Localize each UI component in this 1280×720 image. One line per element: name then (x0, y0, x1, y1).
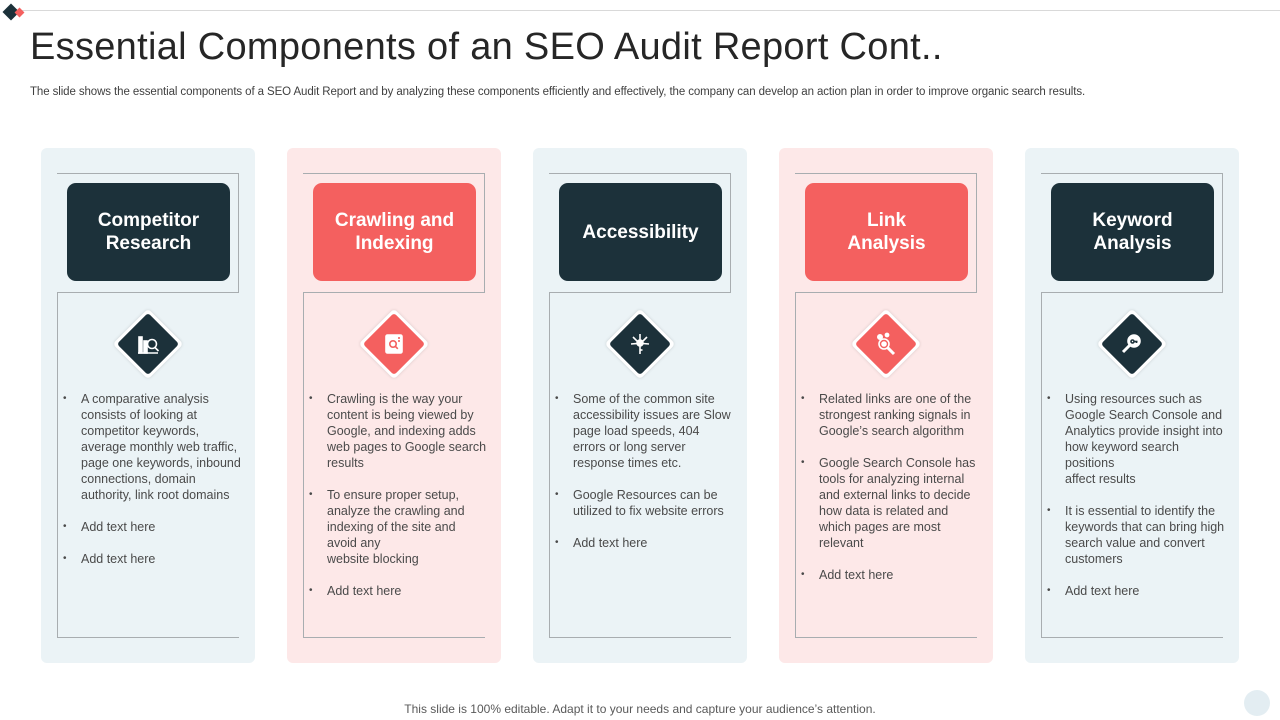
list-item: To ensure proper setup, analyze the craw… (309, 487, 487, 567)
keyword-magnifier-icon (1100, 312, 1164, 376)
bullet-list: Some of the common site accessibility is… (555, 391, 733, 567)
list-item: Add text here (309, 583, 487, 599)
slide-title: Essential Components of an SEO Audit Rep… (30, 26, 943, 68)
list-item: Using resources such as Google Search Co… (1047, 391, 1225, 487)
list-item: Google Search Console has tools for anal… (801, 455, 979, 551)
footer-note: This slide is 100% editable. Adapt it to… (404, 702, 876, 716)
list-item: It is essential to identify the keywords… (1047, 503, 1225, 567)
card-header: Link Analysis (805, 183, 968, 281)
card-keyword-analysis: Keyword Analysis Using resources such as… (1025, 148, 1239, 663)
card-accessibility: Accessibility Some of the common site ac… (533, 148, 747, 663)
list-item: Crawling is the way your content is bein… (309, 391, 487, 471)
card-header: Keyword Analysis (1051, 183, 1214, 281)
list-item: Google Resources can be utilized to fix … (555, 487, 733, 519)
list-item: Some of the common site accessibility is… (555, 391, 733, 471)
card-competitor-research: Competitor Research A comparative analys… (41, 148, 255, 663)
list-item: Add text here (63, 551, 241, 567)
list-item: A comparative analysis consists of looki… (63, 391, 241, 503)
bullet-list: A comparative analysis consists of looki… (63, 391, 241, 583)
document-search-icon (362, 312, 426, 376)
page-indicator-dot (1244, 690, 1270, 716)
bullet-list: Related links are one of the strongest r… (801, 391, 979, 599)
list-item: Add text here (801, 567, 979, 583)
card-header: Competitor Research (67, 183, 230, 281)
bullet-list: Crawling is the way your content is bein… (309, 391, 487, 615)
bar-chart-search-icon (116, 312, 180, 376)
list-item: Add text here (1047, 583, 1225, 599)
link-magnifier-icon (854, 312, 918, 376)
list-item: Add text here (555, 535, 733, 551)
card-header: Crawling and Indexing (313, 183, 476, 281)
top-rule (18, 10, 1280, 11)
bullet-list: Using resources such as Google Search Co… (1047, 391, 1225, 615)
corner-diamond-logo (2, 3, 28, 21)
list-item: Related links are one of the strongest r… (801, 391, 979, 439)
list-item: Add text here (63, 519, 241, 535)
card-header: Accessibility (559, 183, 722, 281)
card-crawling-and-indexing: Crawling and Indexing Crawling is the wa… (287, 148, 501, 663)
card-link-analysis: Link Analysis Related links are one of t… (779, 148, 993, 663)
key-access-icon (608, 312, 672, 376)
slide-subtitle: The slide shows the essential components… (30, 86, 1086, 98)
